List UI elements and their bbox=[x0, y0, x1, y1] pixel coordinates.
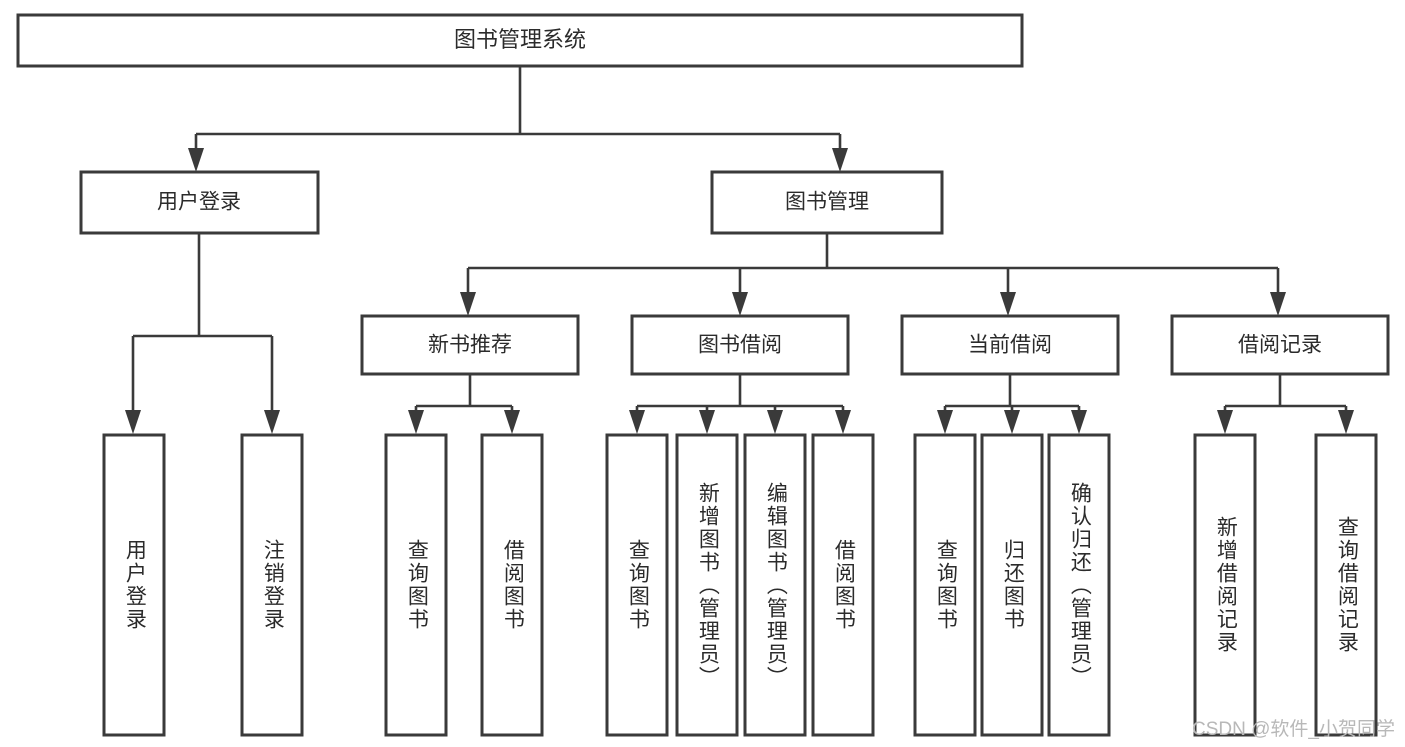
connectors-layer bbox=[125, 66, 1354, 434]
arrow-head-leaf-borrow-book-1 bbox=[504, 410, 520, 434]
arrow-head-leaf-query-book-2 bbox=[629, 410, 645, 434]
node-new-book-recommend-box[interactable] bbox=[360, 314, 580, 376]
node-book-management-label: 图书管理 bbox=[785, 191, 869, 214]
node-borrow-record-box[interactable] bbox=[1170, 314, 1390, 376]
arrow-head-leaf-add-record bbox=[1217, 410, 1233, 434]
node-borrow-record-label: 借阅记录 bbox=[1238, 334, 1322, 357]
node-user-login-label: 用户登录 bbox=[157, 191, 241, 214]
arrow-head-leaf-query-book-1 bbox=[408, 410, 424, 434]
node-leaf-query-book-1-box[interactable] bbox=[384, 433, 448, 737]
node-user-login-box[interactable] bbox=[79, 170, 320, 235]
node-leaf-confirm-return-box[interactable] bbox=[1047, 433, 1111, 737]
node-leaf-borrow-book-1-box[interactable] bbox=[480, 433, 544, 737]
arrow-head-leaf-query-book-3 bbox=[937, 410, 953, 434]
arrow-head-current-borrow bbox=[1000, 292, 1016, 316]
arrow-head-leaf-user-login bbox=[125, 410, 141, 434]
arrow-head-leaf-add-book bbox=[699, 410, 715, 434]
node-leaf-logout-login-box[interactable] bbox=[240, 433, 304, 737]
node-leaf-return-book-box[interactable] bbox=[980, 433, 1044, 737]
nodes-layer: 图书管理系统 用户登录 图书管理 新书推荐 图书借阅 当前借阅 借阅记录 bbox=[16, 13, 1390, 737]
arrow-head-user-login bbox=[188, 148, 204, 172]
node-root-box[interactable] bbox=[16, 13, 1024, 68]
node-root-label: 图书管理系统 bbox=[454, 27, 586, 52]
arrow-head-leaf-confirm-return bbox=[1071, 410, 1087, 434]
node-leaf-borrow-book-2-box[interactable] bbox=[811, 433, 875, 737]
node-current-borrow-box[interactable] bbox=[900, 314, 1120, 376]
arrow-head-leaf-edit-book bbox=[767, 410, 783, 434]
arrow-head-borrow-record bbox=[1270, 292, 1286, 316]
node-book-management-box[interactable] bbox=[710, 170, 944, 235]
arrow-head-leaf-return-book bbox=[1004, 410, 1020, 434]
arrow-head-book-borrow bbox=[732, 292, 748, 316]
arrow-head-book-management bbox=[832, 148, 848, 172]
node-leaf-query-book-2-box[interactable] bbox=[605, 433, 669, 737]
node-book-borrow-box[interactable] bbox=[630, 314, 850, 376]
node-new-book-recommend-label: 新书推荐 bbox=[428, 334, 512, 357]
node-leaf-user-login-box[interactable] bbox=[102, 433, 166, 737]
arrow-head-leaf-borrow-book-2 bbox=[835, 410, 851, 434]
node-leaf-edit-book-box[interactable] bbox=[743, 433, 807, 737]
arrow-head-leaf-logout-login bbox=[264, 410, 280, 434]
node-current-borrow-label: 当前借阅 bbox=[968, 334, 1052, 357]
arrow-head-new-book-recommend bbox=[460, 292, 476, 316]
watermark-text: CSDN @软件_小贺同学 bbox=[1192, 719, 1395, 740]
arrow-head-leaf-query-record bbox=[1338, 410, 1354, 434]
node-leaf-add-record-box[interactable] bbox=[1193, 433, 1257, 737]
node-leaf-query-record-box[interactable] bbox=[1314, 433, 1378, 737]
node-leaf-query-book-3-box[interactable] bbox=[913, 433, 977, 737]
node-leaf-add-book-box[interactable] bbox=[675, 433, 739, 737]
node-book-borrow-label: 图书借阅 bbox=[698, 334, 782, 357]
